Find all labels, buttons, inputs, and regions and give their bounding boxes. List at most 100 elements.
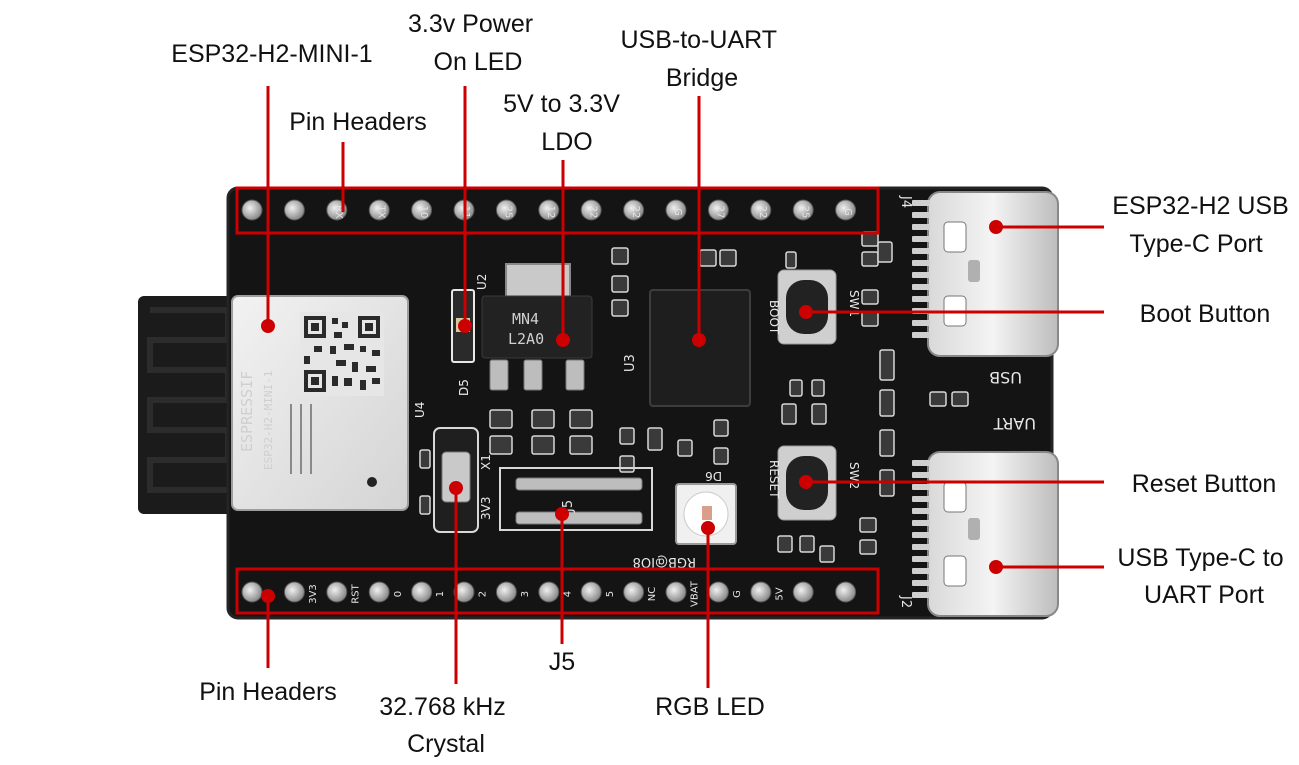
- top-pin-label: G: [672, 208, 683, 216]
- smd-pad: [611, 275, 629, 293]
- smd-pad: [419, 495, 431, 515]
- top-header-pin: [495, 199, 517, 221]
- j4-silk: J4: [898, 195, 913, 208]
- connector-pin: [912, 236, 930, 242]
- top-header-pin: [835, 199, 857, 221]
- smd-pad: [879, 389, 895, 417]
- bottom-pin-label: 3: [520, 591, 531, 597]
- top-pin-label: 25: [503, 206, 514, 219]
- antenna-trace: [147, 307, 231, 493]
- smd-pad: [861, 311, 879, 327]
- ldo-legs: [489, 359, 585, 391]
- smd-pad: [719, 249, 737, 267]
- usb-port-marker: [989, 220, 1003, 234]
- module-name-text: ESP32-H2-MINI-1: [262, 371, 275, 470]
- ldo-label: 5V to 3.3V LDO: [503, 90, 627, 156]
- top-pin-label: 25: [799, 206, 810, 219]
- bottom-header-pin: [538, 581, 560, 603]
- top-header-pin: [707, 199, 729, 221]
- bottom-pin-label: 5: [605, 591, 616, 597]
- smd-pad: [713, 419, 729, 437]
- top-pin-label: 22: [630, 206, 641, 219]
- bottom-header-pin: [580, 581, 602, 603]
- rgb-led-marker: [701, 521, 715, 535]
- smd-pad: [777, 535, 793, 553]
- 3v3-silk: 3V3: [479, 497, 493, 520]
- connector-pin: [912, 248, 930, 254]
- x1-silk: X1: [479, 454, 493, 470]
- bottom-header-pin: [326, 581, 348, 603]
- usb-type-c-port[interactable]: [927, 191, 1059, 357]
- bottom-pin-label: RST: [350, 583, 361, 603]
- smd-pad: [811, 379, 825, 397]
- top-header-pin: [750, 199, 772, 221]
- connector-pin: [912, 212, 930, 218]
- boot-button-label: Boot Button: [1140, 300, 1271, 328]
- smd-pad: [811, 403, 827, 425]
- rgb-led-label: RGB LED: [655, 693, 765, 721]
- top-pin-label: 10: [418, 206, 429, 219]
- connector-pin: [912, 332, 930, 338]
- ldo-marker: [556, 333, 570, 347]
- bottom-pin-label: G: [732, 590, 743, 598]
- sw2-silk: SW2: [847, 462, 861, 489]
- top-pin-label: G: [842, 208, 853, 216]
- top-header-pin: [623, 199, 645, 221]
- bottom-pin-label: VBAT: [690, 580, 701, 607]
- bottom-pin-label: 5V: [774, 587, 785, 600]
- smd-pad: [877, 241, 893, 263]
- smd-pad: [859, 517, 877, 533]
- connector-pin: [912, 532, 930, 538]
- top-pin-label: RX: [333, 205, 344, 219]
- smd-pad: [677, 439, 693, 457]
- bottom-header-pin: [665, 581, 687, 603]
- connector-pin: [912, 200, 930, 206]
- smd-pad: [861, 289, 879, 305]
- smd-pad: [789, 379, 803, 397]
- top-header-pin: [283, 199, 305, 221]
- u2-silk: U2: [475, 274, 489, 290]
- bottom-header-pin: [283, 581, 305, 603]
- pin-headers-top-highlight: [235, 186, 880, 235]
- top-pin-label: TX: [375, 205, 386, 219]
- smd-pad: [489, 435, 513, 455]
- bottom-header-pin: [792, 581, 814, 603]
- pin-headers-bottom-highlight: [235, 567, 880, 615]
- u3-silk: U3: [623, 354, 638, 372]
- uart-port-label: USB Type-C to UART Port: [1117, 544, 1290, 609]
- boot-silk: BOOT: [767, 300, 781, 335]
- module-brand-text: ESPRESSIF: [238, 371, 256, 452]
- smd-pad: [951, 391, 969, 407]
- connector-pin: [912, 508, 930, 514]
- connector-pin: [912, 460, 930, 466]
- bottom-header-pin: [495, 581, 517, 603]
- bottom-header-pin: [411, 581, 433, 603]
- connector-pin: [912, 592, 930, 598]
- bottom-pin-label: 0: [393, 591, 404, 597]
- uart-silk: UART: [993, 414, 1036, 433]
- connector-pin: [912, 580, 930, 586]
- bottom-pin-label: 4: [562, 591, 573, 597]
- smd-pad: [819, 545, 835, 563]
- j5-label: J5: [549, 648, 575, 676]
- bottom-header-pin: [368, 581, 390, 603]
- j2-silk: J2: [898, 595, 913, 608]
- uart-type-c-port[interactable]: [927, 451, 1059, 617]
- ldo-tab: [505, 263, 571, 299]
- smd-pad: [531, 409, 555, 429]
- smd-pad: [879, 349, 895, 381]
- pin-headers-bottom-marker: [261, 589, 275, 603]
- connector-pin: [912, 472, 930, 478]
- usb-port-label: ESP32-H2 USB Type-C Port: [1112, 192, 1295, 258]
- connector-pin: [912, 296, 930, 302]
- smd-pad: [929, 391, 947, 407]
- smd-pad: [619, 455, 635, 473]
- smd-pad: [785, 251, 797, 269]
- uart-port-marker: [989, 560, 1003, 574]
- reset-button-marker: [799, 475, 813, 489]
- connector-pin: [912, 520, 930, 526]
- module-dot: [367, 477, 377, 487]
- usb-silk: USB: [989, 368, 1022, 387]
